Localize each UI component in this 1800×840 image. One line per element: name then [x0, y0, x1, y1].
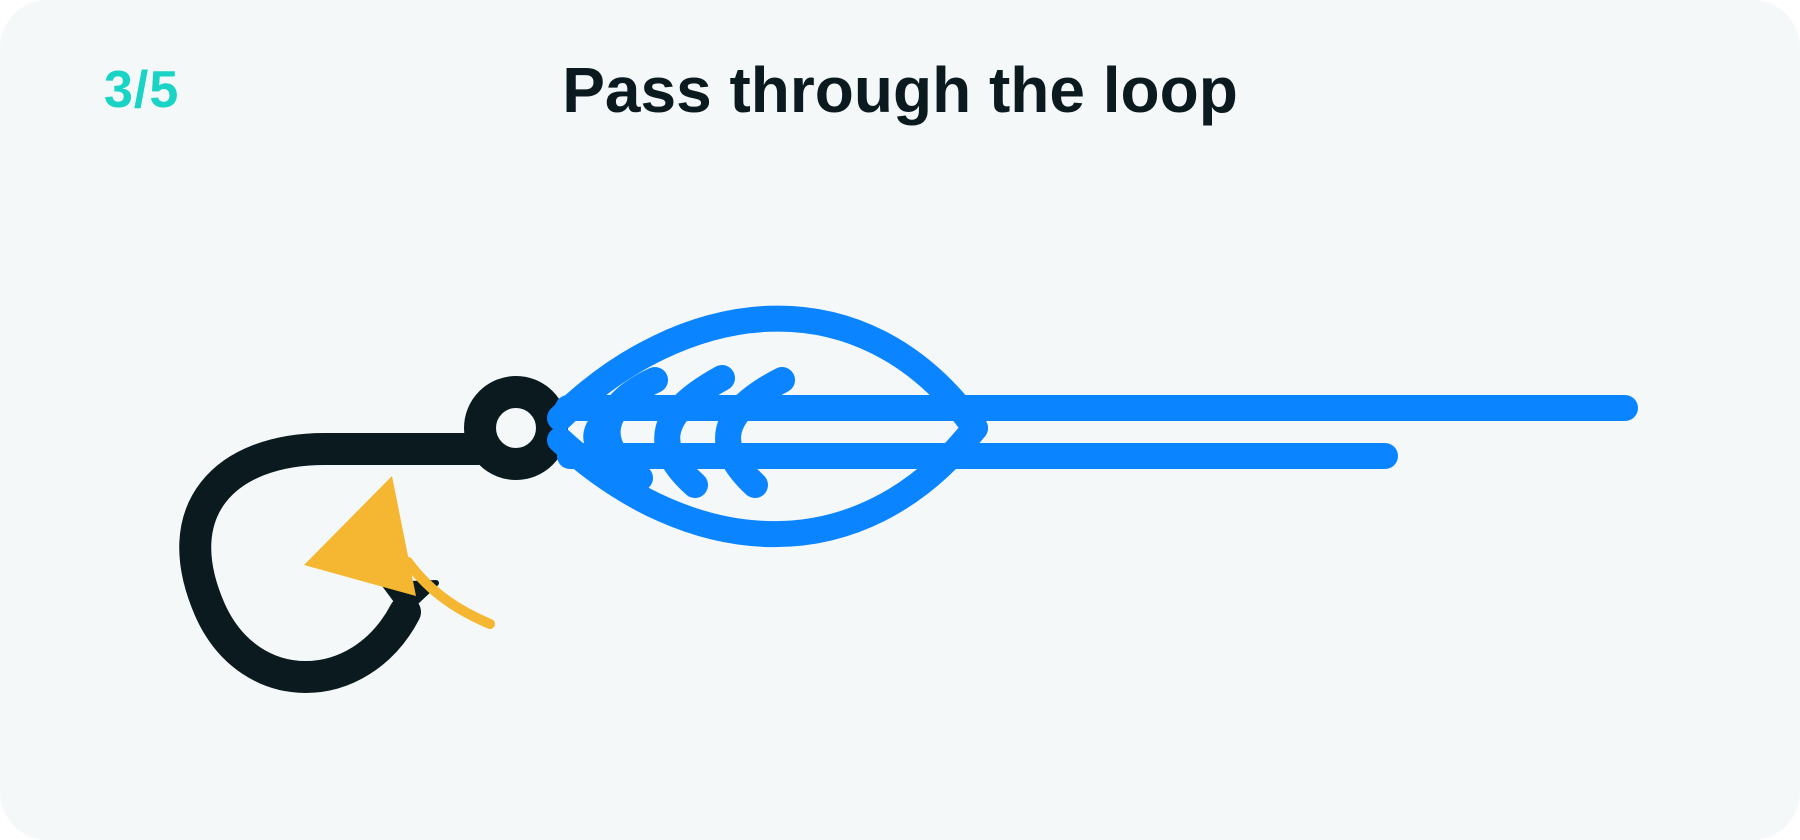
hook-shank	[179, 433, 494, 693]
line-lower-loop	[547, 415, 988, 548]
line-wrap-4	[583, 399, 627, 465]
direction-arrow-icon	[304, 476, 495, 629]
arrow-head	[304, 476, 416, 596]
line-wrap-2	[654, 365, 735, 498]
line-upper-loop	[547, 305, 988, 441]
page-title: Pass through the loop	[562, 54, 1238, 126]
fishing-line-knot	[547, 305, 1638, 548]
line-wrap-3	[715, 367, 795, 498]
hook-eye	[464, 376, 568, 480]
arrow-tail	[403, 557, 495, 629]
step-counter: 3/5	[104, 61, 180, 119]
